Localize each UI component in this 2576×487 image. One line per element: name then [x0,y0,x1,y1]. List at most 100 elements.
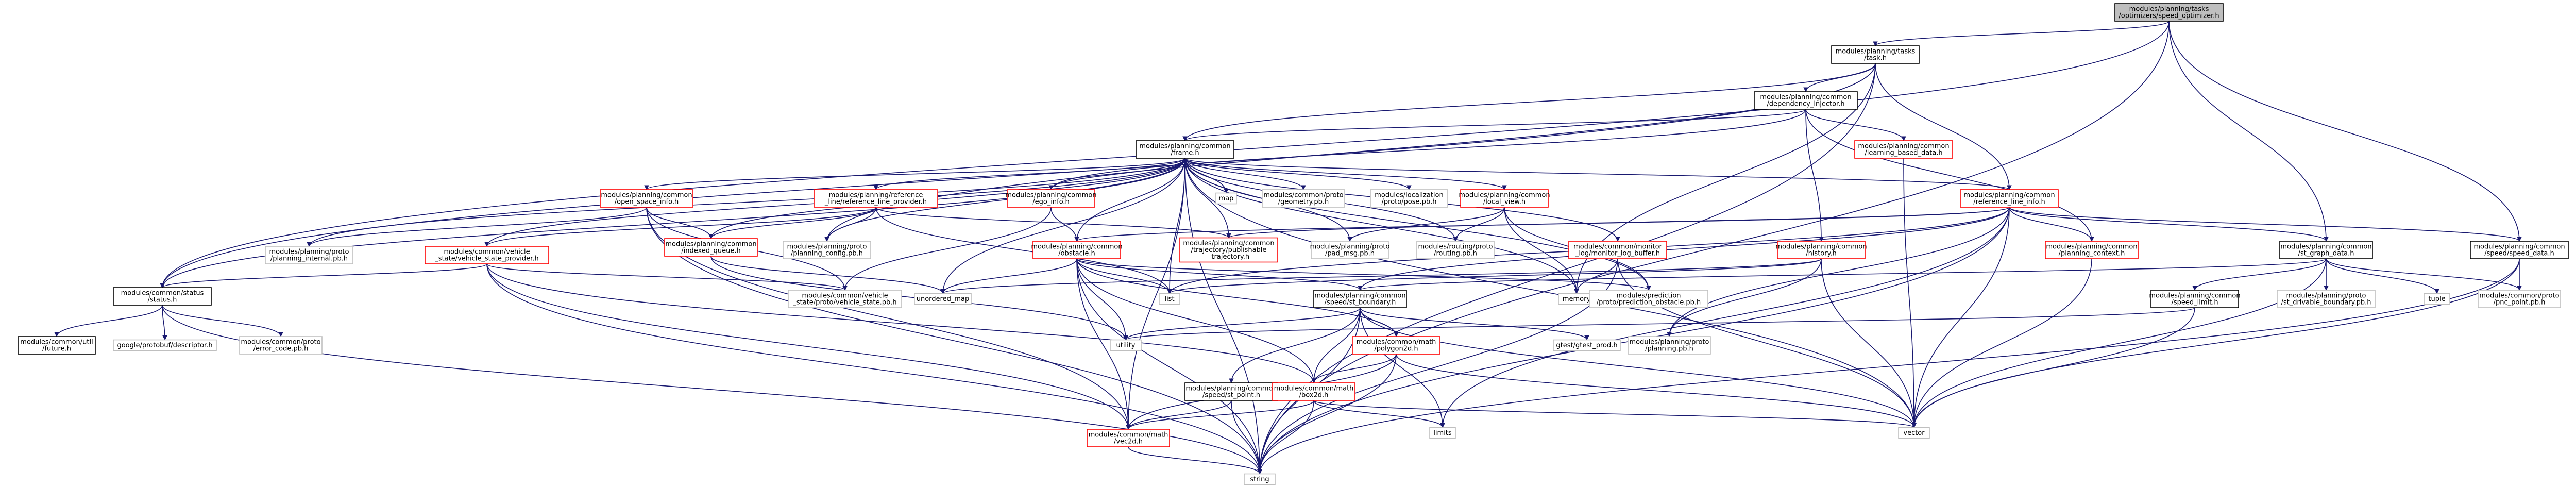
node-box [1215,192,1237,205]
node-refline[interactable]: modules/planning/common/reference_line_i… [1960,189,2059,208]
node-padmsg[interactable]: modules/planning/proto/pad_msg.pb.h [1310,241,1390,259]
edge-stboundary-to-stpoint [1229,307,1361,383]
node-geometry[interactable]: modules/common/proto/geometry.pb.h [1262,189,1345,208]
node-box [265,246,353,264]
node-label: /pnc_point.pb.h [2494,299,2546,307]
node-limits[interactable]: limits [1429,427,1456,439]
node-frame[interactable]: modules/planning/common/frame.h [1136,140,1234,159]
node-label: modules/common/math [1089,431,1168,439]
edge-frame-to-vec2d [1126,158,1185,430]
node-predobs[interactable]: modules/prediction/proto/prediction_obst… [1589,290,1708,308]
node-label: /error_code.pb.h [253,345,309,353]
node-umap[interactable]: unordered_map [914,293,972,305]
node-vstate[interactable]: modules/common/vehicle_state/proto/vehic… [788,290,902,308]
node-box [1429,427,1456,439]
node-label: unordered_map [917,295,970,303]
node-memory[interactable]: memory [1558,293,1595,305]
node-label: modules/planning/common [2280,243,2371,251]
node-errorcode[interactable]: modules/common/proto/error_code.pb.h [239,336,323,355]
node-stdrivable[interactable]: modules/planning/proto/st_drivable_bound… [2277,290,2376,308]
node-monitorlog[interactable]: modules/common/monitor_log/monitor_log_b… [1568,241,1667,259]
node-box [2279,241,2373,259]
node-utility[interactable]: utility [1110,339,1142,351]
edge-box2d-to-string [1257,400,1314,475]
edge-localview-to-padmsg [1347,207,1505,242]
node-localview[interactable]: modules/planning/common/local_view.h [1459,189,1550,208]
node-egoinfo[interactable]: modules/planning/common/ego_info.h [1005,189,1097,208]
node-label: /speed/st_boundary.h [1325,299,1396,307]
edge-frame-to-indexedqueue [708,158,1185,239]
node-label: /reference_line_info.h [1973,198,2045,206]
node-string[interactable]: string [1244,473,1276,485]
node-tuple[interactable]: tuple [2424,293,2450,305]
node-indexedqueue[interactable]: modules/planning/common/indexed_queue.h [664,238,758,257]
node-trajrefline[interactable]: modules/planning/reference_line/referenc… [814,189,938,208]
node-openspace[interactable]: modules/planning/common/open_space_info.… [600,189,693,208]
edge-root-to-stgraph [2168,21,2329,242]
node-box [1007,189,1095,208]
node-plancontext[interactable]: modules/planning/common/planning_context… [2045,241,2139,259]
edge-obstacle-to-predobs [1076,258,1651,291]
node-future[interactable]: modules/common/util/future.h [18,336,96,355]
node-obstacle[interactable]: modules/planning/common/obstacle.h [1031,241,1123,259]
node-label: modules/common/math [1274,385,1354,393]
node-pncpoint[interactable]: modules/common/proto/pnc_point.pb.h [2478,290,2561,308]
node-planningpb[interactable]: modules/planning/proto/planning.pb.h [1628,336,1711,355]
node-map[interactable]: map [1215,192,1237,205]
node-box [2424,293,2450,305]
node-label: modules/common/monitor [1573,243,1662,251]
node-planint[interactable]: modules/planning/proto/planning_internal… [265,246,353,264]
node-speeddata[interactable]: modules/planning/common/speed/speed_data… [2470,241,2569,259]
edge-box2d-to-limits [1313,400,1445,428]
node-label: modules/planning/common [1459,192,1550,199]
node-label: modules/planning/common [1183,240,1274,247]
node-box [1110,339,1142,351]
node-label: /pad_msg.pb.h [1325,250,1375,258]
node-box [664,238,758,257]
edge-task-to-frame [1182,63,1876,141]
node-dep[interactable]: modules/planning/common/dependency_injec… [1754,91,1858,110]
node-box2d[interactable]: modules/common/math/box2d.h [1272,382,1355,401]
node-box [788,290,902,308]
edge-frame-to-obstacle [1074,158,1185,242]
node-label: list [1164,295,1174,303]
edge-egoinfo-to-obstacle [1050,207,1079,242]
node-learn[interactable]: modules/planning/common/learning_based_d… [1854,140,1953,159]
node-label: /ego_info.h [1032,198,1070,206]
node-planconfig[interactable]: modules/planning/proto/planning_config.p… [783,241,871,259]
edge-refline-to-vector [1911,207,2010,428]
node-vec2d[interactable]: modules/common/math/vec2d.h [1087,429,1170,447]
edge-status-to-descriptor [162,305,167,341]
edge-obstacle-to-list [1076,258,1172,294]
node-root[interactable]: modules/planning/tasks/optimizers/speed_… [2114,3,2224,22]
node-gtest[interactable]: gtest/gtest_prod.h [1553,339,1621,351]
node-status[interactable]: modules/common/status/status.h [113,287,212,306]
node-stgraph[interactable]: modules/planning/common/st_graph_data.h [2279,241,2373,259]
edge-vsp-to-vstate [486,263,848,291]
node-speedlimit[interactable]: modules/planning/common/speed_limit.h [2149,290,2241,308]
node-history[interactable]: modules/planning/common/history.h [1775,241,1867,259]
edge-task-to-string [1257,63,1876,475]
edge-speedlimit-to-utility [1123,307,2195,341]
node-label: modules/planning/common [1139,143,1230,150]
node-stpoint[interactable]: modules/planning/common/speed/st_point.h [1184,382,1278,401]
node-task[interactable]: modules/planning/tasks/task.h [1831,45,1920,64]
edge-plancontext-to-vector [1911,258,2092,428]
node-vsp[interactable]: modules/common/vehicle_state/vehicle_sta… [425,246,549,264]
node-pubtraj[interactable]: modules/planning/common/trajectory/publi… [1179,237,1278,263]
node-descriptor[interactable]: google/protobuf/descriptor.h [113,339,217,351]
node-label: /planning.pb.h [1645,345,1693,353]
node-routing[interactable]: modules/routing/proto/routing.pb.h [1416,241,1495,259]
node-label: /task.h [1864,55,1887,62]
node-stboundary[interactable]: modules/planning/common/speed/st_boundar… [1313,290,1407,308]
node-vector[interactable]: vector [1898,427,1930,439]
edge-task-to-refline [1875,63,2012,190]
node-label: _line/reference_line_provider.h [824,198,927,206]
node-label: tuple [2428,295,2445,303]
node-polygon[interactable]: modules/common/math/polygon2d.h [1352,336,1440,355]
node-list[interactable]: list [1159,293,1180,305]
node-label: modules/common/proto [241,339,320,346]
node-pose[interactable]: modules/localization/proto/pose.pb.h [1370,189,1448,208]
edge-localview-to-routing [1453,207,1505,242]
node-label: modules/planning/common [2473,243,2565,251]
